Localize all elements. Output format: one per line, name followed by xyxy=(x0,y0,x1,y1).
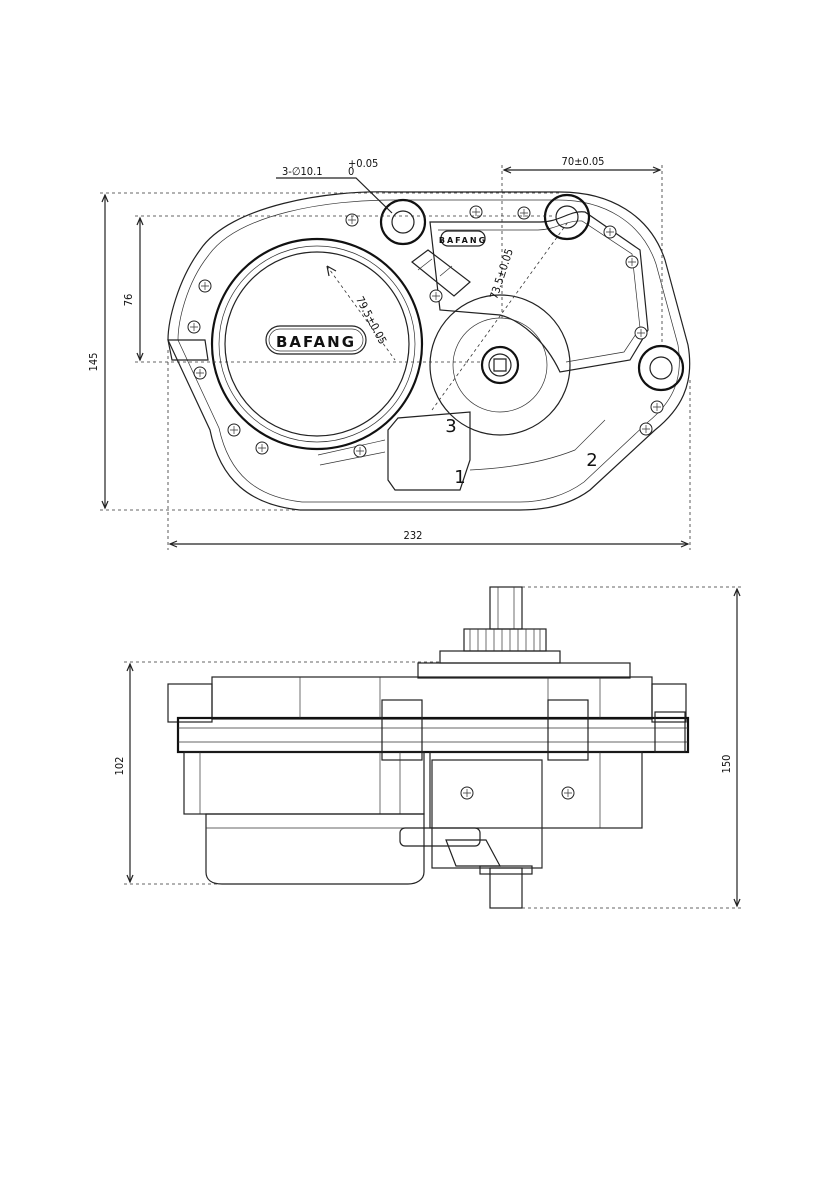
spindle-top xyxy=(490,587,522,629)
side-view: 102 150 xyxy=(113,587,742,908)
mount-hole-top-left xyxy=(381,200,425,244)
spindle-inner xyxy=(489,354,511,376)
spindle-square xyxy=(494,359,506,371)
housing-top xyxy=(212,677,652,719)
dim-76: 76 xyxy=(122,294,135,307)
flange-plate xyxy=(178,718,688,752)
top-view: BAFANG BAFANG xyxy=(87,155,690,550)
dim-102: 102 xyxy=(113,757,126,776)
housing-inner-outline xyxy=(178,200,679,502)
dim-offset: 73.5±0.05 xyxy=(487,247,516,301)
part-label-1: 1 xyxy=(454,467,465,488)
part-label-2: 2 xyxy=(586,450,597,471)
motor-can xyxy=(206,814,424,884)
dim-diameter: 79.5±0.05 xyxy=(353,294,389,346)
housing-right-ear xyxy=(652,684,686,722)
chainring-mid xyxy=(453,318,547,412)
dim-145: 145 xyxy=(87,353,100,372)
mount-hole-top-right xyxy=(545,195,589,239)
dim-150: 150 xyxy=(720,755,733,774)
lower-bracket xyxy=(446,840,500,866)
connector-block xyxy=(412,250,470,296)
hole-tol-lower: 0 xyxy=(348,165,354,178)
spindle-ring xyxy=(482,347,518,383)
screws xyxy=(188,206,663,457)
housing-left-ear xyxy=(168,684,212,722)
connector-side xyxy=(400,828,480,846)
dim-70: 70±0.05 xyxy=(562,155,605,168)
small-brand-text: BAFANG xyxy=(439,236,487,245)
motor-body xyxy=(184,752,424,814)
hole-callout: 3-∅10.1 xyxy=(282,165,323,178)
brand-badge-text: BAFANG xyxy=(276,333,356,351)
housing-outline xyxy=(168,192,690,510)
mount-hole-right xyxy=(639,346,683,390)
dim-232: 232 xyxy=(404,529,423,542)
flange-tab xyxy=(168,340,208,360)
part-label-3: 3 xyxy=(445,416,456,437)
